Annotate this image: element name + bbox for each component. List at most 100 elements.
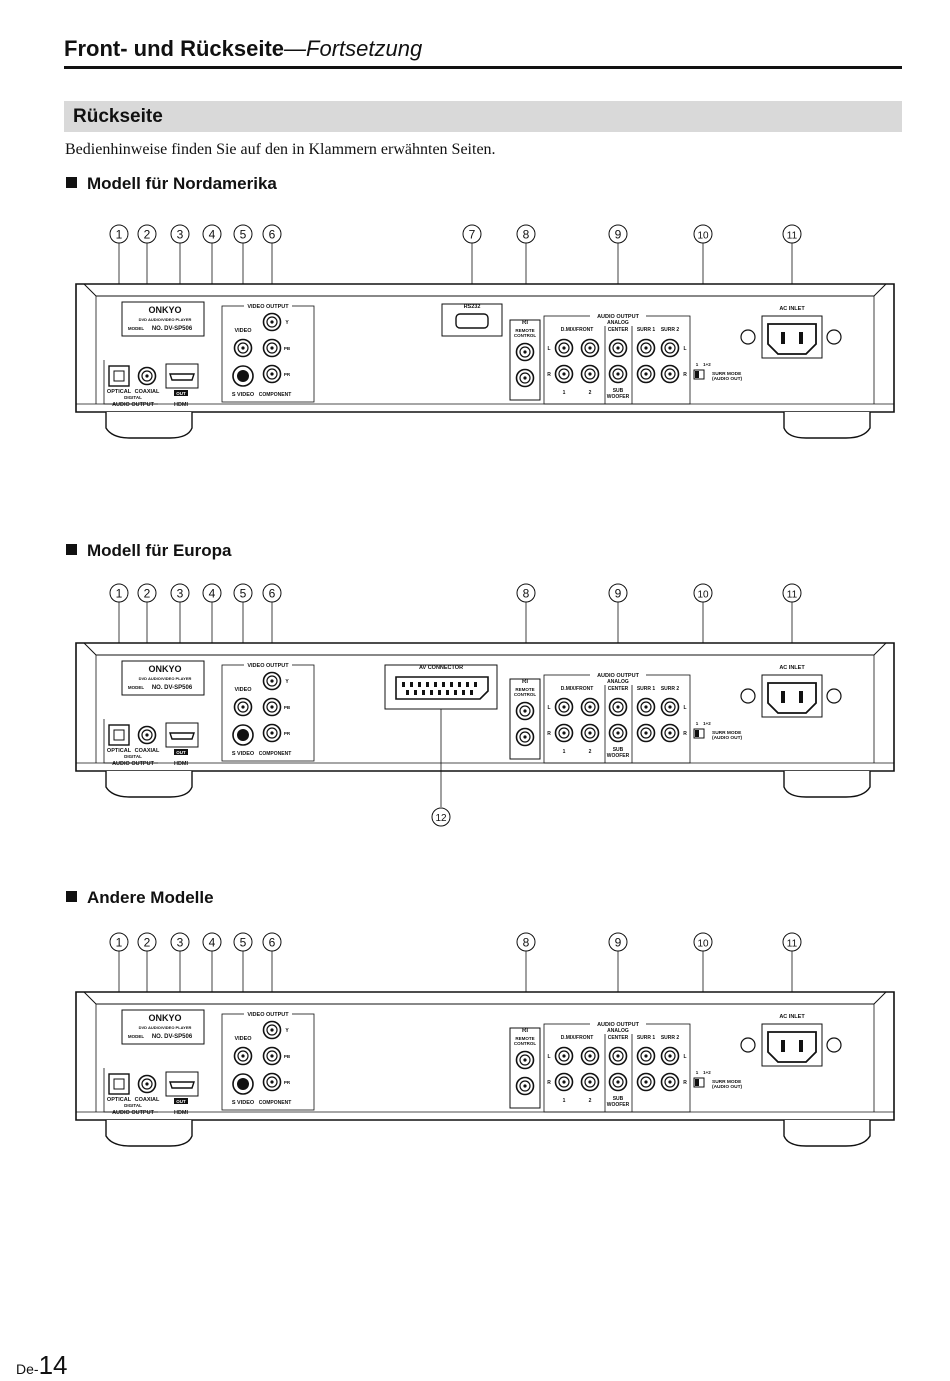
callout-number: 3 [177,936,184,950]
audio-jack-top-icon [608,338,628,358]
component-pb-jack-icon [262,697,282,717]
coaxial-label: COAXIAL [135,748,160,754]
ac-inlet-label: AC INLET [779,665,805,671]
ri-logo: RI [522,679,528,685]
analog-audio-output-label: AUDIO OUTPUT [597,314,640,320]
model-number-label: NO. DV-SP506 [152,326,193,332]
video-output-label: VIDEO OUTPUT [247,304,289,310]
callout-number: 1 [116,587,123,601]
callout-number: 10 [697,939,709,950]
hdmi-label: HDMI [174,1110,189,1116]
digital-label: DIGITAL [124,754,142,759]
audio-jack-bottom-icon [608,1072,628,1092]
model-heading-europe: Modell für Europa [66,541,232,561]
video-jack-icon [233,1046,253,1066]
callout-number: 4 [209,228,216,242]
audio-jack-top-icon [580,697,600,717]
audio-jack-bottom-icon [608,723,628,743]
callout-number: 1 [116,228,123,242]
callout-number: 6 [269,228,276,242]
callout-number: 9 [615,228,622,242]
callout-number: 2 [144,936,151,950]
header-rule [64,66,902,69]
pr-label: PR [284,731,291,736]
center-label: CENTER [608,327,629,333]
component-label: COMPONENT [259,751,292,757]
output-2-label: 2 [589,1098,592,1104]
av-connector-group: AV CONNECTOR [384,664,498,710]
callout-12: 12 [431,709,451,827]
audio-jack-top-icon [660,697,680,717]
callout-number: 1 [116,936,123,950]
output-2-label: 2 [589,390,592,396]
surr2-label: SURR 2 [661,686,680,692]
audio-jack-bottom-icon [636,723,656,743]
center-label: CENTER [608,686,629,692]
callout-number: 8 [523,228,530,242]
bullet-square-icon [66,177,77,188]
callout-number: 2 [144,228,151,242]
sub-label: SUB [613,1096,624,1102]
component-y-jack-icon [262,671,282,691]
audio-jack-bottom-icon [660,1072,680,1092]
foot-right [783,412,871,439]
audio-out-label: (AUDIO OUT) [712,376,743,382]
screw-icon [826,1037,842,1053]
component-y-jack-icon [262,312,282,332]
left-channel-label: L [547,1054,550,1060]
component-pr-jack-icon [262,723,282,743]
foot-left [105,412,193,439]
intro-text: Bedienhinweise finden Sie auf den in Kla… [65,141,496,158]
s-video-label: S VIDEO [232,751,255,757]
switch-1-label: 1 [696,1070,699,1075]
component-y-jack-icon [262,1020,282,1040]
ac-inlet-group: AC INLET [740,665,842,718]
rs232-label: RS232 [464,304,481,310]
surr1-label: SURR 1 [637,1035,656,1041]
coaxial-jack-icon [137,725,157,745]
digital-label: DIGITAL [124,1103,142,1108]
audio-output-label: AUDIO OUTPUT [112,761,155,767]
power-socket-icon [767,682,817,714]
audio-jack-bottom-icon [608,364,628,384]
surr-mode-label: SURR MODE [712,1079,742,1085]
callout-8: 8 [516,932,536,1028]
screw-icon [740,329,756,345]
remote-jack-1-icon [515,701,535,721]
left-channel-label: L [683,346,686,352]
audio-jack-bottom-icon [580,723,600,743]
remote-label: REMOTE [515,687,534,692]
audio-jack-top-icon [636,697,656,717]
scart-port-icon [395,676,489,700]
callout-number: 11 [787,231,798,242]
callout-number: 12 [435,813,447,824]
player-label: DVD AUDIO/VIDEO PLAYER [139,317,192,322]
switch-12-label: 1+2 [703,721,711,726]
audio-jack-bottom-icon [554,364,574,384]
brand-logo: ONKYO [148,664,181,674]
right-channel-label: R [547,731,551,737]
callout-number: 4 [209,936,216,950]
hdmi-out-label: OUT [176,750,186,755]
model-prefix-label: MODEL [128,685,145,690]
audio-jack-top-icon [660,1046,680,1066]
output-1-label: 1 [563,749,566,755]
brand-logo: ONKYO [148,1013,181,1023]
pb-label: PB [284,1054,291,1059]
surr-mode-label: SURR MODE [712,371,742,377]
video-output-label: VIDEO OUTPUT [247,1012,289,1018]
switch-1-label: 1 [696,362,699,367]
